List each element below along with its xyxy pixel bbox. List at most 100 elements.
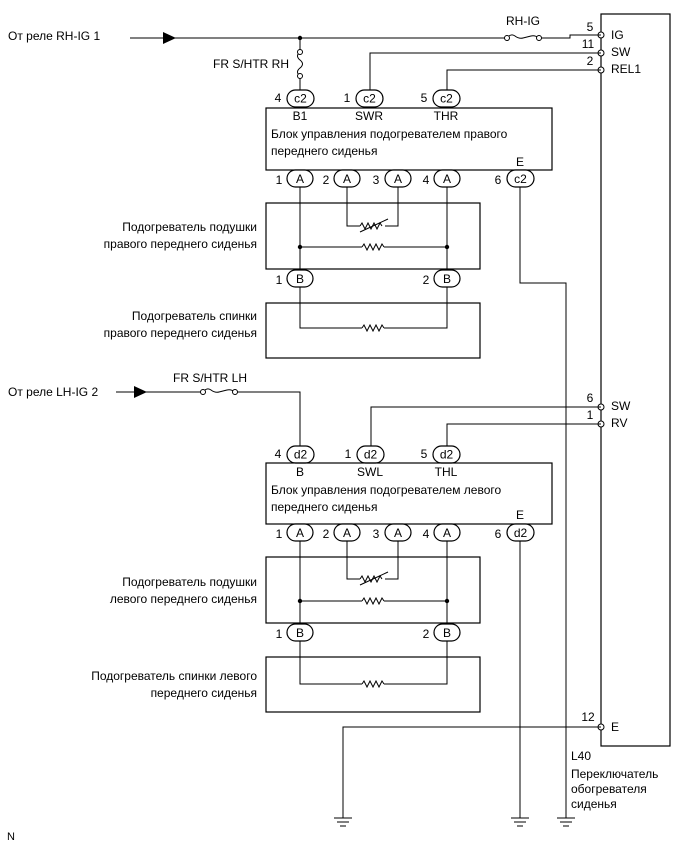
lh-feed-to-unit-wire	[237, 391, 301, 446]
rh-b1-connector	[286, 89, 315, 108]
rh-b1-terminal-name: B1	[293, 109, 308, 123]
lh-a3-pin-number: 3	[373, 527, 380, 541]
switch-name-line-3: сиденья	[571, 797, 617, 811]
lh-e-pin-number: 6	[495, 527, 502, 541]
lh-cushion-label-line-1: Подогреватель подушки	[122, 575, 257, 589]
lh-a-connectors: 1 A 2 A 3 A 4 A 6 d2	[276, 523, 535, 542]
rh-cushion-resistor-icon	[361, 242, 385, 252]
rh-back-resistor-icon	[361, 323, 385, 333]
rh-thr-pin-number: 5	[421, 91, 428, 105]
rh-back-wire-left	[299, 287, 362, 329]
rh-e-connector-code: c2	[514, 172, 527, 186]
switch-pin-sw-left-number: 6	[587, 391, 594, 405]
rh-b1-heater-pin-number: 1	[276, 273, 283, 287]
rh-a3-connector-code: A	[394, 172, 402, 186]
rh-ig-fuse-end-a	[504, 35, 510, 41]
switch-pin-rv-number: 1	[587, 408, 594, 422]
rh-b2-heater-pin-number: 2	[423, 273, 430, 287]
rh-b-connector-2-code: B	[443, 272, 451, 286]
fr-htr-lh-fuse-end-b	[232, 389, 238, 395]
lh-thl-terminal-name: THL	[435, 465, 458, 479]
lh-b-connectors: 1 B 2 B	[276, 623, 461, 642]
rh-unit-e-label: E	[516, 155, 524, 169]
switch-pin-rel1-name: REL1	[611, 62, 641, 76]
rh-thr-connector	[432, 89, 461, 108]
switch-pin-sw-name: SW	[611, 45, 631, 59]
rh-source-label: От реле RH-IG 1	[8, 29, 100, 43]
rh-thr-wire	[446, 69, 601, 90]
rh-a1-connector-code: A	[296, 172, 304, 186]
lh-swl-connector-code: d2	[364, 448, 378, 462]
rh-cushion-label-line-2: правого переднего сиденья	[104, 237, 257, 251]
switch-code: L40	[571, 749, 591, 763]
rh-swr-connector	[355, 89, 384, 108]
rh-back-label-line-2: правого переднего сиденья	[104, 326, 257, 340]
rh-ig-fuse-end-b	[536, 35, 542, 41]
rh-back-wire-right	[384, 287, 448, 329]
lh-back-heater-box	[265, 656, 481, 713]
rh-b-connector-1-code: B	[296, 272, 304, 286]
rh-unit-top-terminal-thr: 5 c2 THR	[421, 89, 461, 123]
rh-a4-connector-code: A	[443, 172, 451, 186]
lh-a2-connector-code: A	[343, 526, 351, 540]
rh-unit-title-line-2: переднего сиденья	[271, 144, 377, 158]
lh-b1-heater-pin-number: 1	[276, 627, 283, 641]
lh-swl-pin-number: 1	[345, 447, 352, 461]
rh-a2-connector-code: A	[343, 172, 351, 186]
rh-a3-pin-number: 3	[373, 173, 380, 187]
lh-swl-terminal-name: SWL	[357, 465, 383, 479]
lh-cushion-resistor-icon	[361, 596, 385, 606]
lh-e-connector-code: d2	[514, 526, 528, 540]
lh-source-label: От реле LH-IG 2	[8, 385, 98, 399]
ground-icon	[511, 817, 529, 827]
lh-unit-top-terminal-swl: 1 d2 SWL	[345, 445, 385, 479]
lh-b2-heater-pin-number: 2	[423, 627, 430, 641]
lh-thl-wire	[446, 423, 601, 446]
rh-back-heater-box	[265, 302, 481, 359]
lh-thermistor-icon	[359, 574, 383, 584]
lh-a3-connector-code: A	[394, 526, 402, 540]
rh-e-pin-number: 6	[495, 173, 502, 187]
switch-pin-e-number: 12	[581, 710, 595, 724]
lh-unit-title-line-2: переднего сиденья	[271, 500, 377, 514]
rh-thermistor-icon	[359, 221, 383, 231]
rh-b1-pin-number: 4	[275, 91, 282, 105]
rh-ig-fuse-icon	[506, 34, 540, 39]
rh-thr-terminal-name: THR	[434, 109, 459, 123]
ground-icon	[557, 817, 575, 827]
corner-mark: N	[7, 831, 15, 843]
rh-feed-arrow-icon	[163, 32, 176, 44]
switch-pin-ig-number: 5	[587, 20, 594, 34]
lh-feed-arrow-icon	[134, 386, 147, 398]
lh-unit-top-terminal-thl: 5 d2 THL	[421, 445, 461, 479]
rh-cushion-wiring	[297, 187, 450, 270]
rh-ig-to-switch-wire	[541, 34, 601, 39]
rh-unit-top-terminal-b1: 4 c2 B1	[275, 89, 315, 123]
lh-thermistor-slash	[359, 571, 389, 586]
fr-htr-rh-fuse-icon	[297, 51, 303, 77]
lh-unit-e-label: E	[516, 508, 524, 522]
rh-a-connectors: 1 A 2 A 3 A 4 A 6 c2	[276, 169, 535, 188]
rh-a4-pin-number: 4	[423, 173, 430, 187]
switch-e-ground-wire	[342, 726, 601, 818]
fr-htr-rh-fuse-end-b	[297, 73, 303, 79]
lh-b-connector-1-code: B	[296, 626, 304, 640]
rh-back-label-line-1: Подогреватель спинки	[132, 309, 257, 323]
switch-pin-sw-left-name: SW	[611, 399, 631, 413]
rh-unit-title-line-1: Блок управления подогревателем правого	[271, 127, 508, 141]
switch-name-line-1: Переключатель	[571, 767, 658, 781]
lh-cushion-label-line-2: левого переднего сиденья	[110, 592, 257, 606]
lh-b-pin-number: 4	[275, 447, 282, 461]
lh-b-connector-2-code: B	[443, 626, 451, 640]
lh-back-label-line-1: Подогреватель спинки левого	[91, 669, 257, 683]
lh-b-connector-code: d2	[294, 448, 308, 462]
ground-icon	[334, 817, 352, 827]
rh-swr-pin-number: 1	[344, 91, 351, 105]
switch-pin-rel1-number: 2	[587, 54, 594, 68]
lh-a1-connector-code: A	[296, 526, 304, 540]
switch-pin-e-name: E	[611, 720, 619, 734]
rh-a1-pin-number: 1	[276, 173, 283, 187]
rh-swr-wire	[369, 52, 601, 90]
rh-thr-connector-code: c2	[440, 92, 453, 106]
fr-htr-rh-label: FR S/HTR RH	[213, 57, 289, 71]
